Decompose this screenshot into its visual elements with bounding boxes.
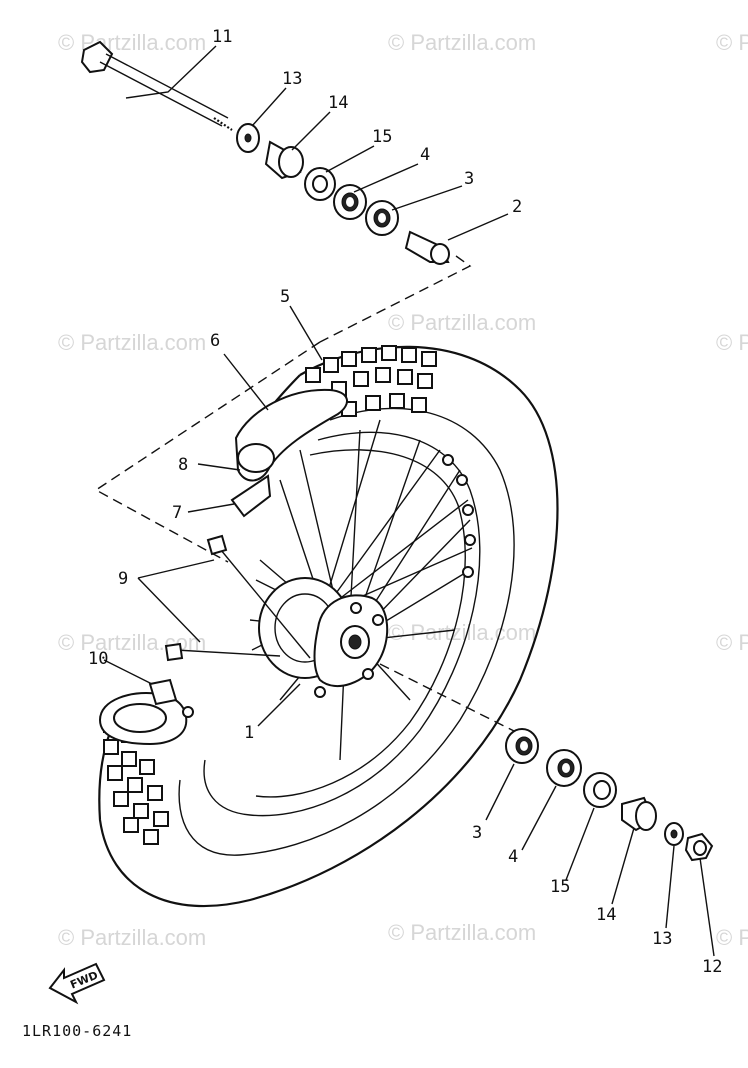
label-1: 1 bbox=[244, 723, 254, 743]
label-4-top: 4 bbox=[420, 145, 430, 165]
oil-seal-15-bottom[interactable] bbox=[583, 772, 617, 808]
label-2: 2 bbox=[512, 197, 522, 217]
nut-12[interactable] bbox=[684, 832, 714, 862]
bearing-4-top[interactable] bbox=[333, 184, 367, 220]
watermark: © Partzilla.com bbox=[716, 630, 748, 655]
label-14-bottom: 14 bbox=[596, 905, 616, 925]
label-3-bottom: 3 bbox=[472, 823, 482, 843]
collar-13-top[interactable] bbox=[236, 123, 260, 153]
watermark: © Partzilla.com bbox=[388, 920, 536, 945]
leader-lines bbox=[103, 45, 715, 957]
tube[interactable] bbox=[234, 388, 348, 482]
label-5: 5 bbox=[280, 287, 290, 307]
label-10: 10 bbox=[88, 649, 108, 669]
watermark: © Partzilla.com bbox=[58, 330, 206, 355]
oil-seal-15-top[interactable] bbox=[304, 167, 336, 201]
fwd-arrow: FWD bbox=[48, 962, 106, 1005]
label-9: 9 bbox=[118, 569, 128, 589]
collar-14-bottom[interactable] bbox=[621, 796, 657, 832]
axle[interactable] bbox=[80, 40, 233, 131]
bearing-4-bottom[interactable] bbox=[546, 749, 582, 787]
watermark: © Partzilla.com bbox=[388, 310, 536, 335]
label-7: 7 bbox=[172, 503, 182, 523]
spoke-set[interactable] bbox=[164, 534, 311, 662]
washer-13-bottom[interactable] bbox=[664, 822, 684, 846]
label-14-top: 14 bbox=[328, 93, 348, 113]
watermark: © Partzilla.com bbox=[716, 330, 748, 355]
watermarks: © Partzilla.com © Partzilla.com © Partzi… bbox=[58, 30, 748, 950]
label-8: 8 bbox=[178, 455, 188, 475]
watermark: © Partzilla.com bbox=[58, 30, 206, 55]
watermark: © Partzilla.com bbox=[716, 925, 748, 950]
label-6: 6 bbox=[210, 331, 220, 351]
watermark: © Partzilla.com bbox=[58, 925, 206, 950]
rim-band[interactable] bbox=[230, 474, 272, 518]
label-15-top: 15 bbox=[372, 127, 392, 147]
watermark: © Partzilla.com bbox=[388, 620, 536, 645]
spacer-2[interactable] bbox=[404, 230, 450, 265]
bearing-3-bottom[interactable] bbox=[505, 728, 539, 764]
label-15-bottom: 15 bbox=[550, 877, 570, 897]
bearing-3-top[interactable] bbox=[365, 200, 399, 236]
label-13-bottom: 13 bbox=[652, 929, 672, 949]
label-3-top: 3 bbox=[464, 169, 474, 189]
diagram-code: 1LR100-6241 bbox=[22, 1022, 132, 1040]
watermark: © Partzilla.com bbox=[716, 30, 748, 55]
callout-labels: 11 13 14 15 4 3 2 5 6 8 7 9 10 1 3 4 15 … bbox=[88, 27, 722, 977]
front-wheel[interactable] bbox=[98, 345, 559, 908]
watermark: © Partzilla.com bbox=[388, 30, 536, 55]
label-12: 12 bbox=[702, 957, 722, 977]
tire-part-10[interactable] bbox=[98, 678, 194, 746]
label-4-bottom: 4 bbox=[508, 847, 518, 867]
watermark: © Partzilla.com bbox=[58, 630, 206, 655]
label-13-top: 13 bbox=[282, 69, 302, 89]
collar-14-top[interactable] bbox=[264, 140, 304, 180]
label-11: 11 bbox=[212, 27, 232, 47]
